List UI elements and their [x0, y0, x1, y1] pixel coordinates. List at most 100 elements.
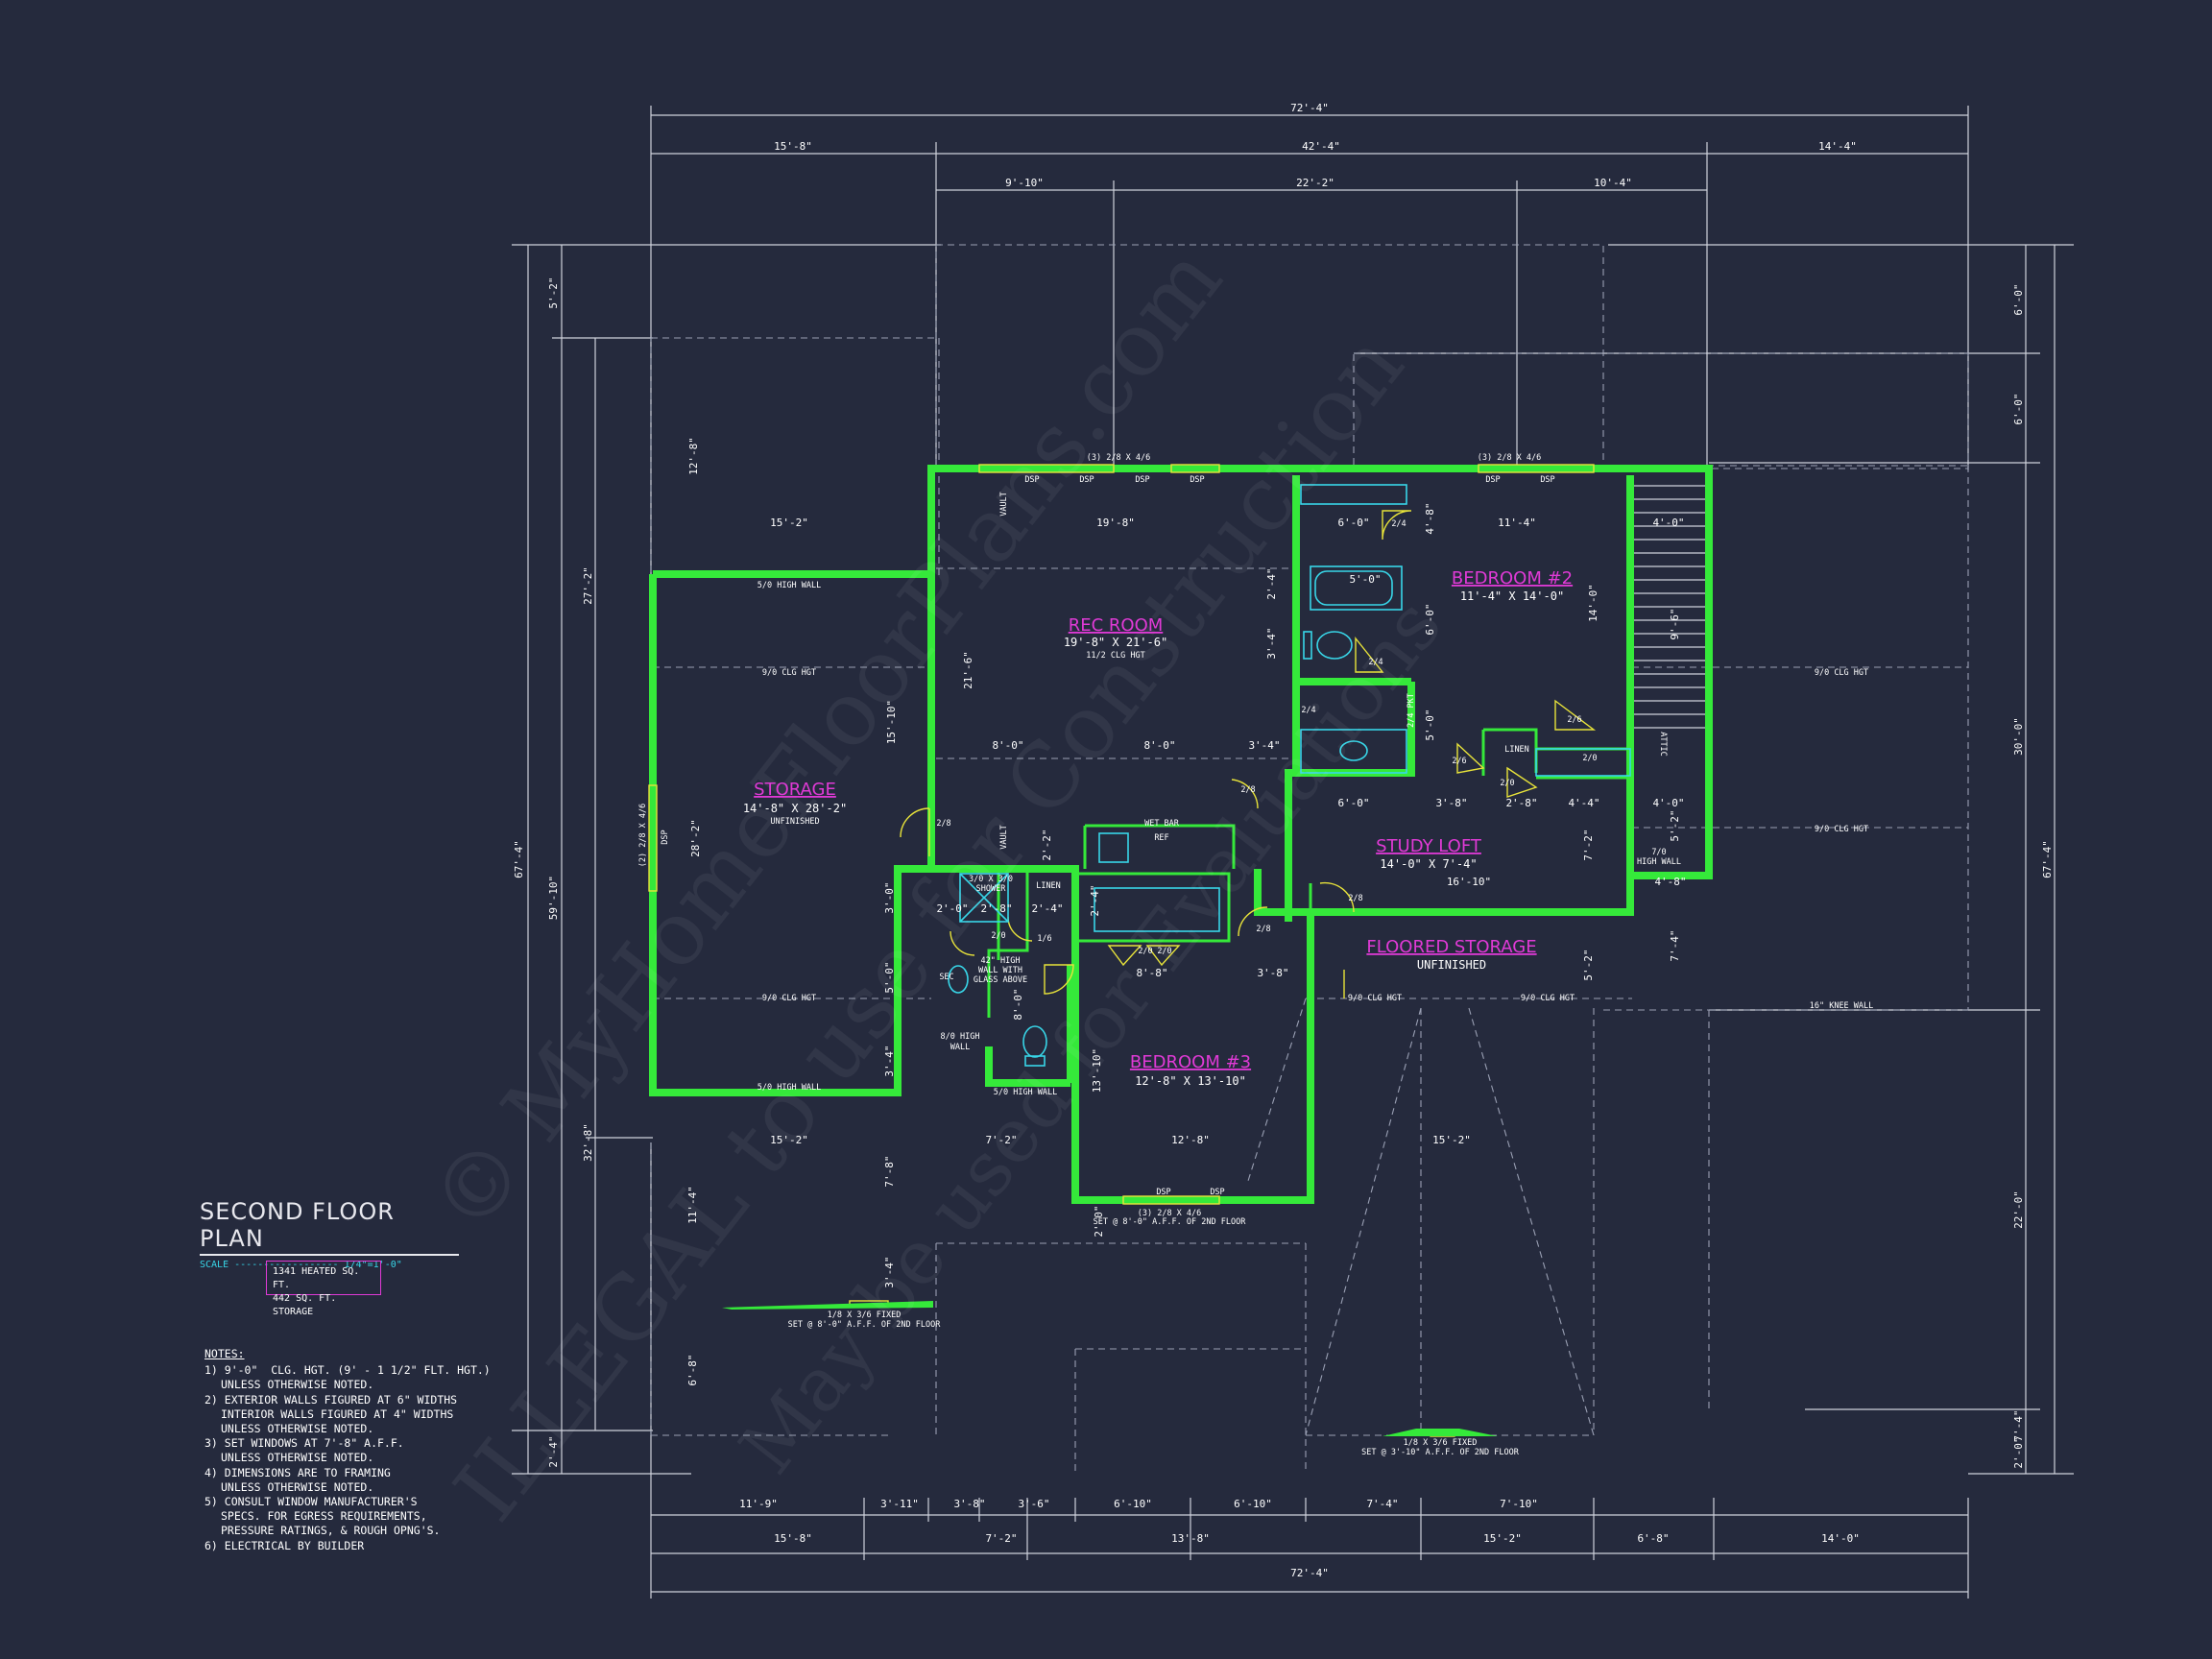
svg-text:2/0: 2/0 [1157, 947, 1171, 956]
svg-text:8'-8": 8'-8" [1136, 967, 1167, 979]
note-line: UNLESS OTHERWISE NOTED. [221, 1422, 374, 1436]
room-rec-note: 11/2 CLG HGT [1086, 651, 1144, 661]
svg-text:4'-8": 4'-8" [1424, 502, 1436, 534]
svg-text:DSP: DSP [1485, 475, 1500, 485]
svg-text:WET BAR: WET BAR [1144, 819, 1180, 829]
svg-text:9/0 CLG HGT: 9/0 CLG HGT [1815, 825, 1868, 834]
svg-text:9'-6": 9'-6" [1669, 608, 1681, 639]
svg-text:12'-8": 12'-8" [687, 437, 700, 475]
svg-text:2/8: 2/8 [1348, 894, 1362, 903]
svg-text:3'-4": 3'-4" [1248, 739, 1280, 752]
dimension-text: 72'-4" 15'-8" 42'-4" 14'-4" 9'-10" 22'-2… [513, 102, 2054, 1579]
note-line: 3) SET WINDOWS AT 7'-8" A.F.F. [204, 1436, 404, 1451]
svg-text:72'-4": 72'-4" [1290, 102, 1329, 114]
svg-text:3'-4": 3'-4" [1265, 627, 1278, 659]
note-line: SPECS. FOR EGRESS REQUIREMENTS, [221, 1509, 427, 1524]
svg-text:LINEN: LINEN [1504, 745, 1529, 755]
room-study-name: STUDY LOFT [1376, 836, 1482, 856]
svg-text:3'-8": 3'-8" [953, 1498, 985, 1510]
svg-text:5'-2": 5'-2" [1669, 809, 1681, 841]
svg-text:5'-0": 5'-0" [883, 961, 896, 993]
svg-text:2/4 PKT: 2/4 PKT [1407, 693, 1416, 728]
svg-text:10'-4": 10'-4" [1594, 177, 1632, 189]
svg-text:DSP: DSP [1079, 475, 1094, 485]
note-line: UNLESS OTHERWISE NOTED. [221, 1451, 374, 1465]
scale-value: 1/4"=1'-0" [344, 1260, 402, 1270]
svg-text:8'-0": 8'-0" [1143, 739, 1175, 752]
svg-text:(3) 2/8 X 4/6: (3) 2/8 X 4/6 [1138, 1209, 1202, 1218]
svg-text:59'-10": 59'-10" [547, 876, 560, 920]
room-bedroom3-name: BEDROOM #3 [1130, 1052, 1251, 1072]
svg-text:2'-4": 2'-4" [1265, 567, 1278, 599]
room-storage-name: STORAGE [754, 780, 836, 800]
svg-text:1/8 X 3/6 FIXED: 1/8 X 3/6 FIXED [1404, 1438, 1478, 1448]
svg-text:(3) 2/8 X 4/6: (3) 2/8 X 4/6 [1478, 453, 1542, 463]
note-line: INTERIOR WALLS FIGURED AT 4" WIDTHS [221, 1407, 454, 1421]
note-line: UNLESS OTHERWISE NOTED. [221, 1378, 374, 1392]
svg-text:9'-10": 9'-10" [1005, 177, 1044, 189]
svg-text:2'-4": 2'-4" [547, 1435, 560, 1467]
svg-text:3'-4": 3'-4" [883, 1045, 896, 1076]
svg-text:16" KNEE WALL: 16" KNEE WALL [1810, 1001, 1874, 1011]
svg-text:3'-8": 3'-8" [1257, 967, 1288, 979]
svg-text:6'-10": 6'-10" [1114, 1498, 1152, 1510]
svg-text:2'-0": 2'-0" [2012, 1436, 2025, 1468]
svg-text:15'-10": 15'-10" [885, 700, 898, 744]
svg-text:19'-8": 19'-8" [1096, 517, 1135, 529]
svg-text:6'-8": 6'-8" [1637, 1532, 1669, 1545]
svg-text:2'-8": 2'-8" [1505, 797, 1537, 809]
svg-text:7'-2": 7'-2" [1582, 829, 1595, 860]
svg-text:22'-0": 22'-0" [2012, 1190, 2025, 1229]
svg-text:DSP: DSP [1210, 1188, 1224, 1197]
note-line: 4) DIMENSIONS ARE TO FRAMING [204, 1465, 391, 1479]
svg-text:15'-2": 15'-2" [770, 1134, 808, 1146]
svg-text:8/0 HIGH: 8/0 HIGH [941, 1032, 980, 1042]
svg-text:4'-4": 4'-4" [1568, 797, 1599, 809]
notes-heading: NOTES: [204, 1347, 245, 1360]
storage-area: 442 SQ. FT. STORAGE [273, 1293, 337, 1317]
svg-text:5'-2": 5'-2" [547, 276, 560, 308]
svg-text:3/0 X 3/0: 3/0 X 3/0 [969, 875, 1013, 884]
svg-text:GLASS ABOVE: GLASS ABOVE [974, 975, 1027, 985]
svg-text:6'-0": 6'-0" [2012, 283, 2025, 315]
svg-text:9/0 CLG HGT: 9/0 CLG HGT [762, 668, 816, 678]
svg-text:5'-0": 5'-0" [1349, 573, 1381, 586]
svg-text:3'-11": 3'-11" [880, 1498, 919, 1510]
svg-text:11'-4": 11'-4" [1498, 517, 1536, 529]
room-bedroom3-size: 12'-8" X 13'-10" [1135, 1074, 1246, 1088]
svg-text:2/0: 2/0 [991, 931, 1005, 941]
svg-text:30'-0": 30'-0" [2012, 717, 2025, 756]
svg-text:22'-2": 22'-2" [1296, 177, 1334, 189]
note-line: PRESSURE RATINGS, & ROUGH OPNG'S. [221, 1524, 441, 1538]
svg-text:32'-8": 32'-8" [582, 1123, 594, 1162]
svg-text:67'-4": 67'-4" [2041, 840, 2054, 878]
scale-line: SCALE ------------------ 1/4"=1'-0" [200, 1260, 459, 1270]
note-line: 5) CONSULT WINDOW MANUFACTURER'S [204, 1495, 418, 1509]
svg-text:16'-10": 16'-10" [1447, 876, 1491, 888]
svg-text:3'-0": 3'-0" [883, 881, 896, 913]
svg-text:2'-2": 2'-2" [1041, 829, 1053, 860]
svg-text:1/6: 1/6 [1037, 934, 1051, 944]
svg-text:14'-0": 14'-0" [1821, 1532, 1860, 1545]
area-summary-box: 1341 HEATED SQ. FT. 442 SQ. FT. STORAGE [266, 1261, 381, 1317]
svg-text:1/8 X 3/6 FIXED: 1/8 X 3/6 FIXED [828, 1310, 902, 1320]
svg-text:42'-4": 42'-4" [1302, 140, 1340, 153]
svg-text:11'-9": 11'-9" [739, 1498, 778, 1510]
svg-text:14'-0": 14'-0" [1587, 584, 1599, 622]
svg-text:2'-4": 2'-4" [1089, 884, 1101, 916]
svg-text:DSP: DSP [1190, 475, 1204, 485]
svg-text:12'-8": 12'-8" [1171, 1134, 1210, 1146]
svg-text:6'-8": 6'-8" [686, 1354, 699, 1385]
svg-text:3'-8": 3'-8" [1435, 797, 1467, 809]
svg-text:7'-4": 7'-4" [2012, 1409, 2025, 1441]
svg-text:SET @ 8'-0" A.F.F. OF 2ND FLOO: SET @ 8'-0" A.F.F. OF 2ND FLOOR [1094, 1217, 1247, 1227]
svg-text:2/4: 2/4 [1391, 519, 1406, 529]
room-study-size: 14'-0" X 7'-4" [1380, 857, 1477, 871]
svg-text:5/0 HIGH WALL: 5/0 HIGH WALL [757, 1083, 822, 1093]
svg-text:2/4: 2/4 [1301, 706, 1315, 715]
windows [648, 464, 1595, 1437]
svg-text:8'-0": 8'-0" [992, 739, 1023, 752]
note-line: 6) ELECTRICAL BY BUILDER [204, 1538, 365, 1552]
svg-text:DSP: DSP [1024, 475, 1039, 485]
